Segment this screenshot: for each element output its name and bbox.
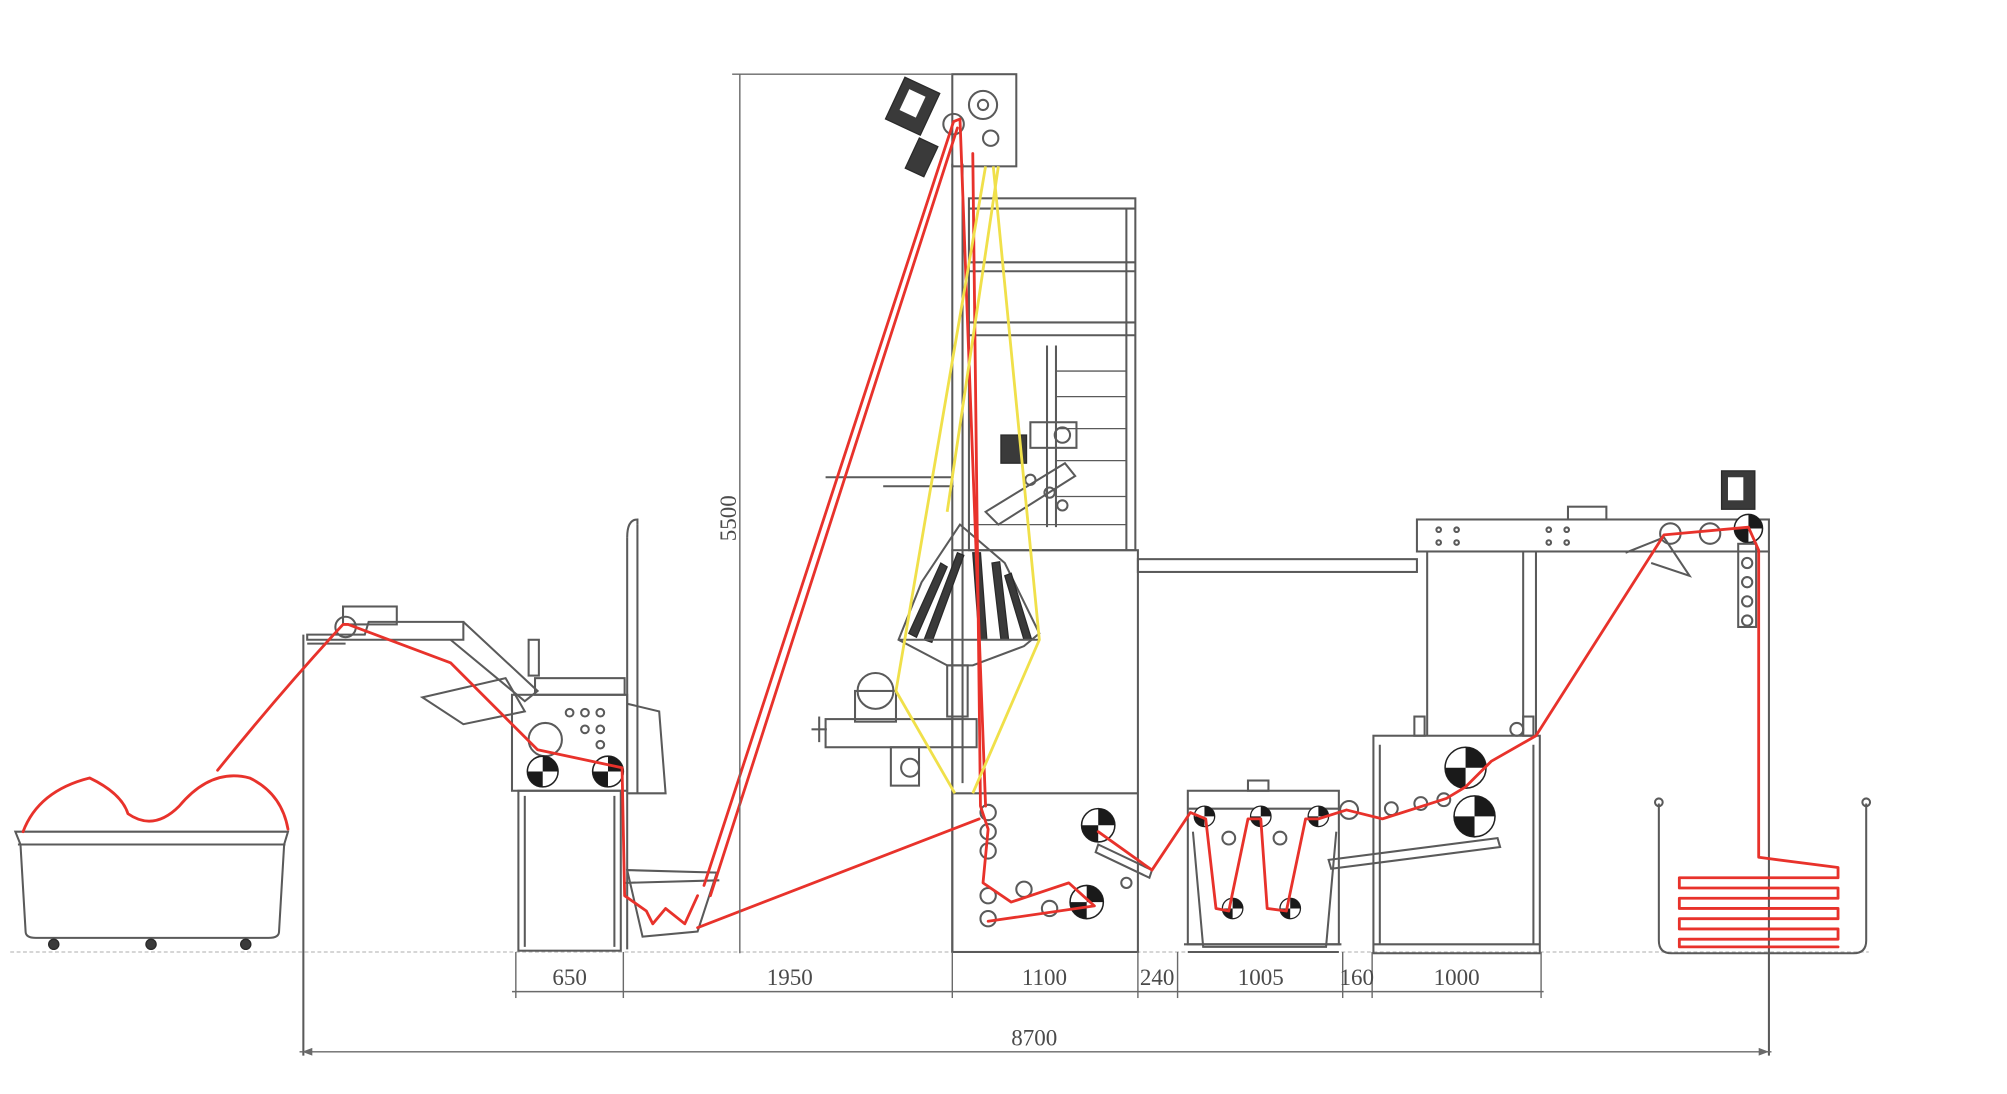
padder-roll [1193,805,1216,828]
dimension-label-160: 160 [1340,964,1375,990]
dimension-label-240: 240 [1140,964,1175,990]
dimension-total-label: 8700 [1011,1024,1057,1050]
padder-unit [1183,779,1360,953]
drive-roll [526,755,559,788]
fabric-path [21,117,1840,949]
feeding-machine [510,518,667,952]
yarn-guides [894,166,1041,795]
main-tower [811,73,1418,953]
dimension-label-1950: 1950 [767,964,813,990]
fabric-trolley [13,830,290,951]
squeeze-roll [1444,746,1487,789]
dimension-label-1005: 1005 [1238,964,1284,990]
top-motor [884,76,941,178]
padder-roll [1249,805,1272,828]
output-tank [1653,797,1872,955]
feed-bin [624,869,720,938]
squeeze-roll [1453,795,1496,838]
dimension-label-1100: 1100 [1022,964,1067,990]
padder-roll [1221,897,1244,920]
unwinding-guide-frame [302,605,540,1056]
drive-roll [591,755,625,788]
padder-roll [1279,897,1302,920]
washing-roll [1069,884,1105,920]
exit-motor [1720,470,1756,510]
padder-roll [1307,805,1330,828]
dimension-lines [299,73,1772,1056]
washing-roll [1080,807,1116,843]
dimension-label-650: 650 [552,964,587,990]
dimension-height-label: 5500 [715,495,741,541]
dimension-label-1000: 1000 [1434,964,1480,990]
spreader-unit [897,523,1041,718]
